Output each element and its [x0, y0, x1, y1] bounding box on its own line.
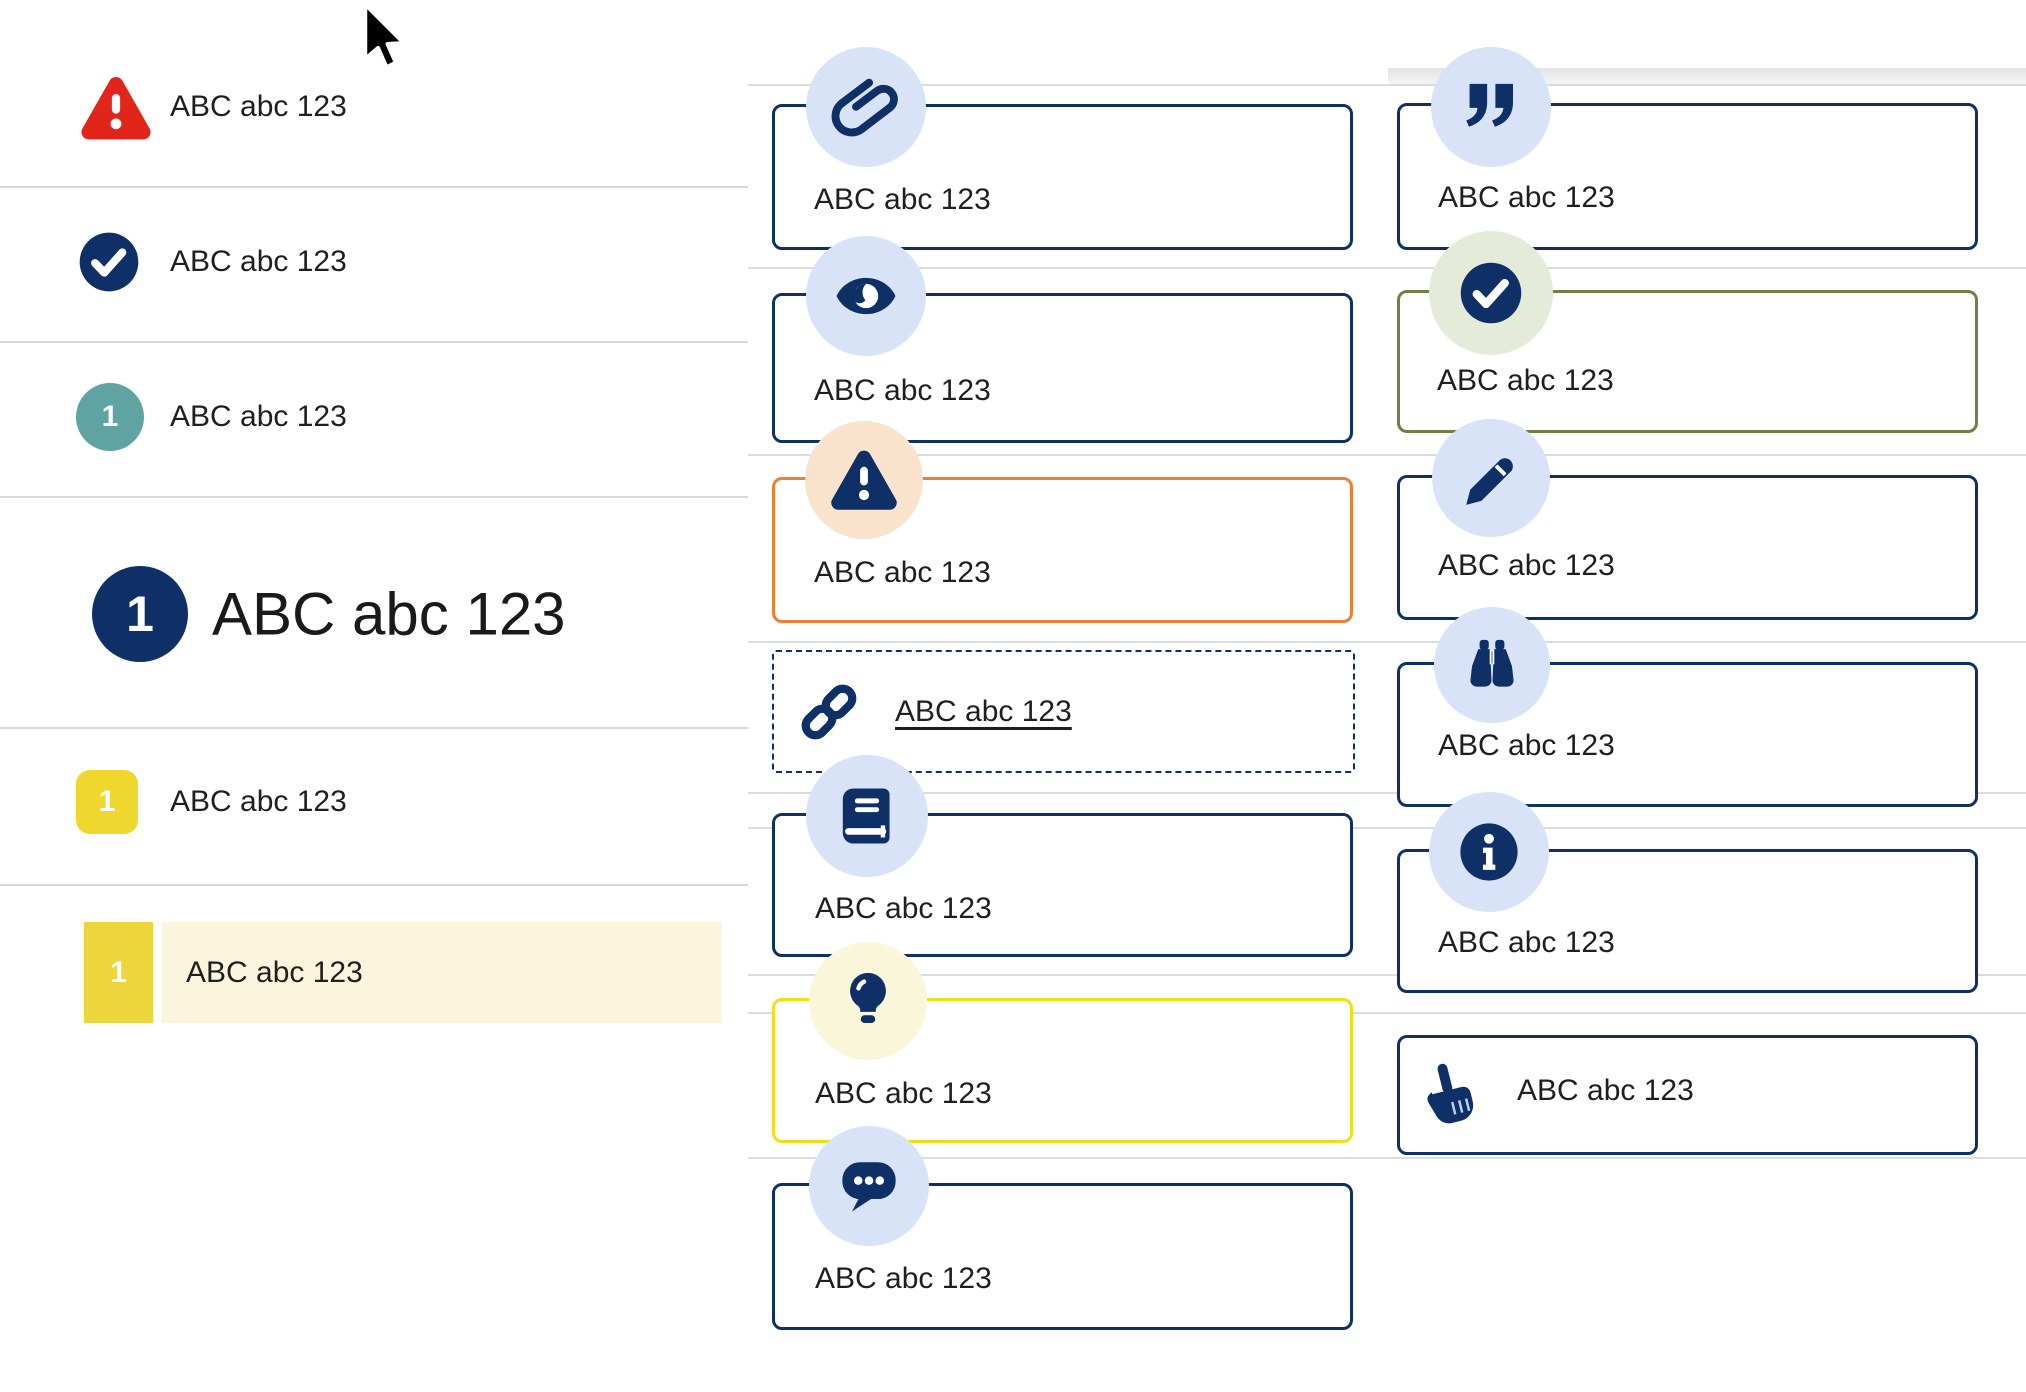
callout-label: ABC abc 123 [1438, 549, 1615, 582]
link-icon [795, 678, 863, 746]
badge-number: 1 [126, 586, 154, 642]
warning-triangle-icon [78, 73, 154, 143]
eye-icon [806, 236, 926, 356]
row-highlight-bg [162, 922, 722, 1023]
list-item-teal-number: 1 ABC abc 123 [0, 383, 748, 451]
list-divider [0, 341, 748, 343]
callout-label: ABC abc 123 [814, 374, 991, 407]
grid-divider [748, 454, 2026, 456]
callout-label: ABC abc 123 [1438, 181, 1615, 214]
lightbulb-icon [809, 942, 927, 1060]
list-item-yellow-number: 1 ABC abc 123 [0, 770, 748, 834]
grid-divider [748, 84, 2026, 86]
callout-label: ABC abc 123 [1438, 926, 1615, 959]
list-item-label: ABC abc 123 [186, 956, 363, 989]
list-item-label: ABC abc 123 [170, 90, 347, 123]
hand-pointer-icon [1416, 1056, 1482, 1132]
grid-divider [748, 827, 2026, 829]
list-divider [0, 884, 748, 886]
callout-label: ABC abc 123 [1438, 729, 1615, 762]
callout-label: ABC abc 123 [815, 892, 992, 925]
list-item-label: ABC abc 123 [170, 400, 347, 433]
list-divider [0, 496, 748, 498]
badge-number: 1 [101, 400, 119, 433]
list-divider [0, 727, 748, 729]
grid-divider [748, 792, 2026, 794]
grid-divider [748, 641, 2026, 643]
grid-divider [748, 1012, 2026, 1014]
callout-action [1397, 1035, 1978, 1155]
number-badge: 1 [84, 922, 153, 1023]
grid-divider [748, 267, 2026, 269]
callout-link-label[interactable]: ABC abc 123 [895, 695, 1072, 728]
callout-label: ABC abc 123 [815, 1262, 992, 1295]
quote-icon [1431, 47, 1551, 167]
badge-number: 1 [98, 785, 116, 818]
chat-icon [809, 1126, 929, 1246]
callout-preview [772, 293, 1353, 443]
info-icon [1429, 792, 1549, 912]
callout-label: ABC abc 123 [814, 183, 991, 216]
list-item-warning: ABC abc 123 [0, 55, 748, 165]
list-item-success: ABC abc 123 [0, 226, 748, 298]
check-circle-icon [1429, 231, 1553, 355]
number-badge: 1 [76, 770, 138, 834]
book-icon [806, 755, 928, 877]
list-item-label: ABC abc 123 [170, 245, 347, 278]
list-divider [0, 186, 748, 188]
list-item-highlighted: 1 ABC abc 123 [0, 922, 748, 1023]
partial-card-shadow [1388, 68, 2026, 84]
warning-icon [805, 421, 923, 539]
callout-label: ABC abc 123 [814, 556, 991, 589]
list-item-label: ABC abc 123 [212, 580, 566, 648]
list-item-primary-large: 1 ABC abc 123 [0, 566, 748, 662]
number-badge: 1 [92, 566, 188, 662]
pencil-icon [1432, 419, 1550, 537]
badge-number: 1 [110, 955, 127, 989]
callout-label: ABC abc 123 [1517, 1074, 1694, 1107]
binoculars-icon [1434, 607, 1550, 723]
grid-divider [748, 974, 2026, 976]
callout-label: ABC abc 123 [1437, 364, 1614, 397]
mouse-cursor [360, 2, 410, 76]
paperclip-icon [806, 47, 926, 167]
check-circle-icon [77, 230, 141, 294]
callout-link[interactable] [772, 650, 1355, 773]
callout-label: ABC abc 123 [815, 1077, 992, 1110]
grid-divider [748, 1157, 2026, 1159]
list-item-label: ABC abc 123 [170, 785, 347, 818]
number-badge: 1 [76, 383, 144, 451]
